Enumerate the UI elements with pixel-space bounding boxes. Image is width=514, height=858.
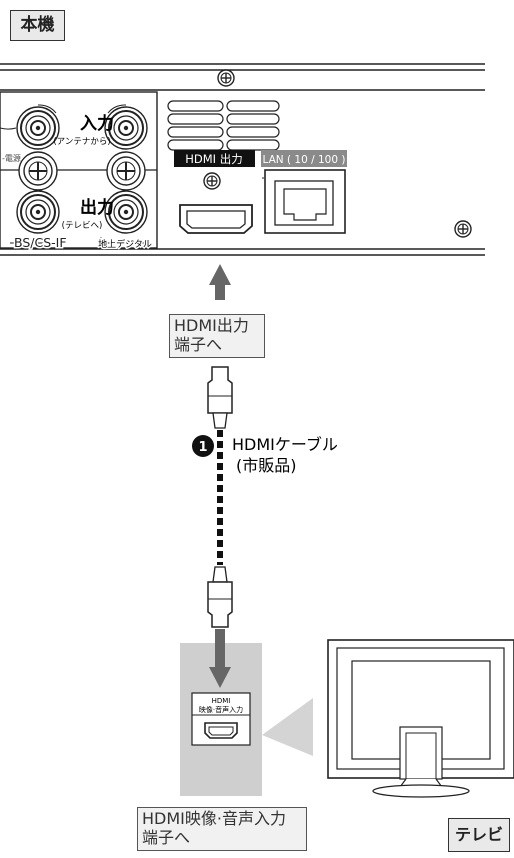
terrestrial-output-screw-icon xyxy=(106,151,146,191)
lan-port-icon xyxy=(262,169,346,234)
vent-slots xyxy=(167,100,280,151)
tv-port-label-line1: HDMI xyxy=(212,697,231,705)
hdmi-cable-top-connector-icon xyxy=(207,366,233,429)
tv-rear-icon xyxy=(327,639,514,798)
hdmi-output-callout-line2: 端子へ xyxy=(174,335,223,354)
hdmi-output-callout: HDMI出力 端子へ xyxy=(169,314,265,358)
bs-cs-label: BS/CS-IF xyxy=(14,235,67,250)
tv-input-callout-line1: HDMI映像·音声入力 xyxy=(142,809,286,828)
tv-port-label-line2: 映像·音声入力 xyxy=(199,705,243,714)
hdmi-input-port-icon xyxy=(204,722,238,739)
input-label: 入力 xyxy=(80,113,114,134)
screw-icon xyxy=(203,172,221,190)
tv-input-callout-line2: 端子へ xyxy=(142,828,191,847)
tv-label: テレビ xyxy=(448,818,510,852)
terrestrial-label: 地上デジタル xyxy=(98,238,152,250)
dc-power-label: -電源 xyxy=(2,154,21,163)
cable-note: (市販品) xyxy=(236,456,297,475)
input-sub-label: (アンテナから) xyxy=(53,137,110,147)
hdmi-cable-bottom-connector-icon xyxy=(207,566,233,628)
bs-cs-output-screw-icon xyxy=(18,151,58,191)
cable-name: HDMIケーブル xyxy=(232,435,338,454)
screw-icon xyxy=(217,69,235,87)
step-number: 1 xyxy=(198,440,207,455)
tv-input-callout: HDMI映像·音声入力 端子へ xyxy=(137,807,307,851)
rear-panel xyxy=(0,63,485,256)
unit-label: 本機 xyxy=(10,10,65,41)
step-number-icon xyxy=(192,435,214,457)
output-sub-label: (テレビへ) xyxy=(62,221,103,231)
hdmi-output-port-icon xyxy=(179,204,253,234)
arrow-down-icon xyxy=(209,629,231,688)
output-label: 出力 xyxy=(80,197,114,218)
arrow-up-icon xyxy=(209,264,231,300)
hdmi-output-callout-line1: HDMI出力 xyxy=(174,316,249,335)
lan-label: LAN ( 10 / 100 ) xyxy=(263,154,346,166)
tv-terminal-panel xyxy=(180,643,313,796)
screw-icon xyxy=(454,220,472,238)
hdmi-output-label: HDMI 出力 xyxy=(185,152,242,166)
bs-cs-output-port-icon xyxy=(16,190,60,234)
